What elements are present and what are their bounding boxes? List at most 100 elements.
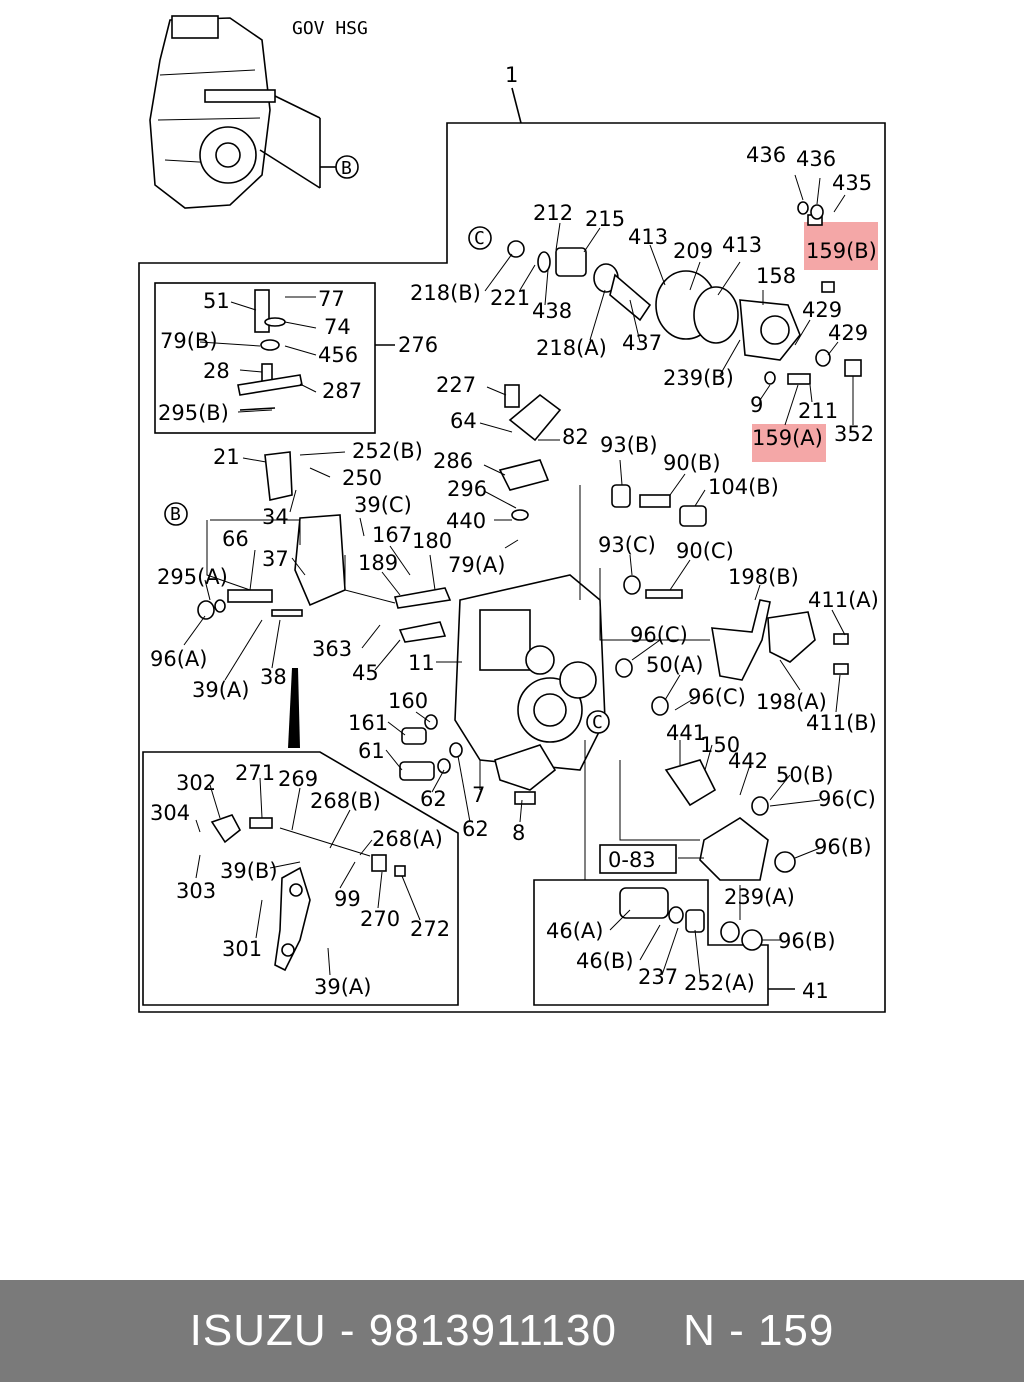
part-label: 77	[318, 287, 345, 311]
part-label: 286	[433, 449, 473, 473]
part-labels: 1 436 436 435 159(B) 212 215 413 209 413…	[150, 63, 879, 1003]
gov-housing-sketch	[149, 15, 359, 209]
part-label: 62	[420, 787, 447, 811]
inset-caption: GOV HSG	[292, 18, 368, 39]
part-label: 198(B)	[728, 565, 799, 589]
part-label: 28	[203, 359, 230, 383]
part-label: 93(C)	[598, 533, 656, 557]
governor-housing-body	[454, 574, 606, 791]
part-label: 11	[408, 651, 435, 675]
part-label: 250	[342, 466, 382, 490]
footer-brand: ISUZU	[189, 1306, 327, 1355]
footer-reference: N - 159	[683, 1306, 835, 1355]
part-label: 209	[673, 239, 713, 263]
part-label: 61	[358, 739, 385, 763]
part-label: 212	[533, 201, 573, 225]
part-label: 96(B)	[778, 929, 836, 953]
part-label: 411(B)	[806, 711, 877, 735]
subassembly-box-276	[154, 282, 376, 434]
part-label: 227	[436, 373, 476, 397]
part-label: 46(A)	[546, 919, 603, 943]
part-label: 440	[446, 509, 486, 533]
part-label: 79(A)	[448, 553, 505, 577]
part-label: 252(B)	[352, 439, 423, 463]
callout-c-mid: C	[592, 712, 603, 733]
part-label: 429	[828, 321, 868, 345]
part-label: 211	[798, 399, 838, 423]
part-label: 167	[372, 523, 412, 547]
part-label: 159(B)	[806, 239, 877, 263]
part-label: 45	[352, 661, 379, 685]
part-label: 268(A)	[372, 827, 443, 851]
part-label: 303	[176, 879, 216, 903]
part-label: 295(A)	[157, 565, 228, 589]
part-label: 296	[447, 477, 487, 501]
part-label: 413	[722, 233, 762, 257]
part-label: 456	[318, 343, 358, 367]
part-label: 46(B)	[576, 949, 634, 973]
diaphragm-assembly	[507, 201, 862, 385]
callout-c-top: C	[474, 228, 485, 249]
part-label: 239(A)	[724, 885, 795, 909]
part-label: 269	[278, 767, 318, 791]
part-label: 436	[796, 147, 836, 171]
part-label: 51	[203, 289, 230, 313]
part-label: 90(C)	[676, 539, 734, 563]
part-label: 352	[834, 422, 874, 446]
subassembly-box-lever	[142, 751, 459, 1006]
part-label: 158	[756, 264, 796, 288]
part-label: 268(B)	[310, 789, 381, 813]
part-label: 90(B)	[663, 451, 721, 475]
part-label: 79(B)	[160, 329, 218, 353]
part-label: 363	[312, 637, 352, 661]
part-label: 271	[235, 761, 275, 785]
part-label: 180	[412, 529, 452, 553]
box-label-frame	[599, 844, 677, 874]
part-label: 301	[222, 937, 262, 961]
part-label: 99	[334, 887, 361, 911]
part-label: 218(A)	[536, 336, 607, 360]
part-label: 221	[490, 286, 530, 310]
main-frame	[138, 122, 886, 1013]
part-label: 7	[472, 783, 485, 807]
pointer-wedge	[288, 668, 300, 748]
part-label: 189	[358, 551, 398, 575]
part-label: 441	[666, 721, 706, 745]
part-label: 1	[505, 63, 518, 87]
part-label: 21	[213, 445, 240, 469]
part-label: 150	[700, 733, 740, 757]
part-label: 304	[150, 801, 190, 825]
part-label: 302	[176, 771, 216, 795]
footer-separator: -	[326, 1306, 369, 1355]
part-number-footer: ISUZU - 9813911130 N - 159	[0, 1280, 1024, 1382]
leader-lines	[183, 174, 854, 976]
part-label: 96(C)	[688, 685, 746, 709]
part-label: 39(B)	[220, 859, 278, 883]
part-label: 38	[260, 665, 287, 689]
part-label: 8	[512, 821, 525, 845]
part-label: 159(A)	[752, 426, 823, 450]
part-label: 104(B)	[708, 475, 779, 499]
part-label: 96(A)	[150, 647, 207, 671]
callout-circles	[164, 226, 610, 734]
part-label: 270	[360, 907, 400, 931]
part-label: 215	[585, 207, 625, 231]
part-label: 287	[322, 379, 362, 403]
callout-b-left: B	[170, 504, 181, 525]
part-label: 218(B)	[410, 281, 481, 305]
part-label: 252(A)	[684, 971, 755, 995]
subassembly-276-parts	[237, 289, 303, 411]
highlight-159b	[804, 222, 878, 270]
footer-part-number: 9813911130	[368, 1306, 617, 1355]
part-label: 9	[750, 393, 763, 417]
part-label: 82	[562, 425, 589, 449]
part-label: 442	[728, 749, 768, 773]
part-label: 39(A)	[192, 678, 249, 702]
part-label: 411(A)	[808, 588, 879, 612]
part-label: 50(A)	[646, 653, 703, 677]
exploded-parts-diagram: B B C C GOV HSG 0-83 1 436 436 435 159(B…	[138, 15, 886, 1013]
part-label: 429	[802, 298, 842, 322]
misc-parts	[197, 384, 849, 951]
subassembly-box-41	[533, 879, 769, 1006]
part-label: 295(B)	[158, 401, 229, 425]
